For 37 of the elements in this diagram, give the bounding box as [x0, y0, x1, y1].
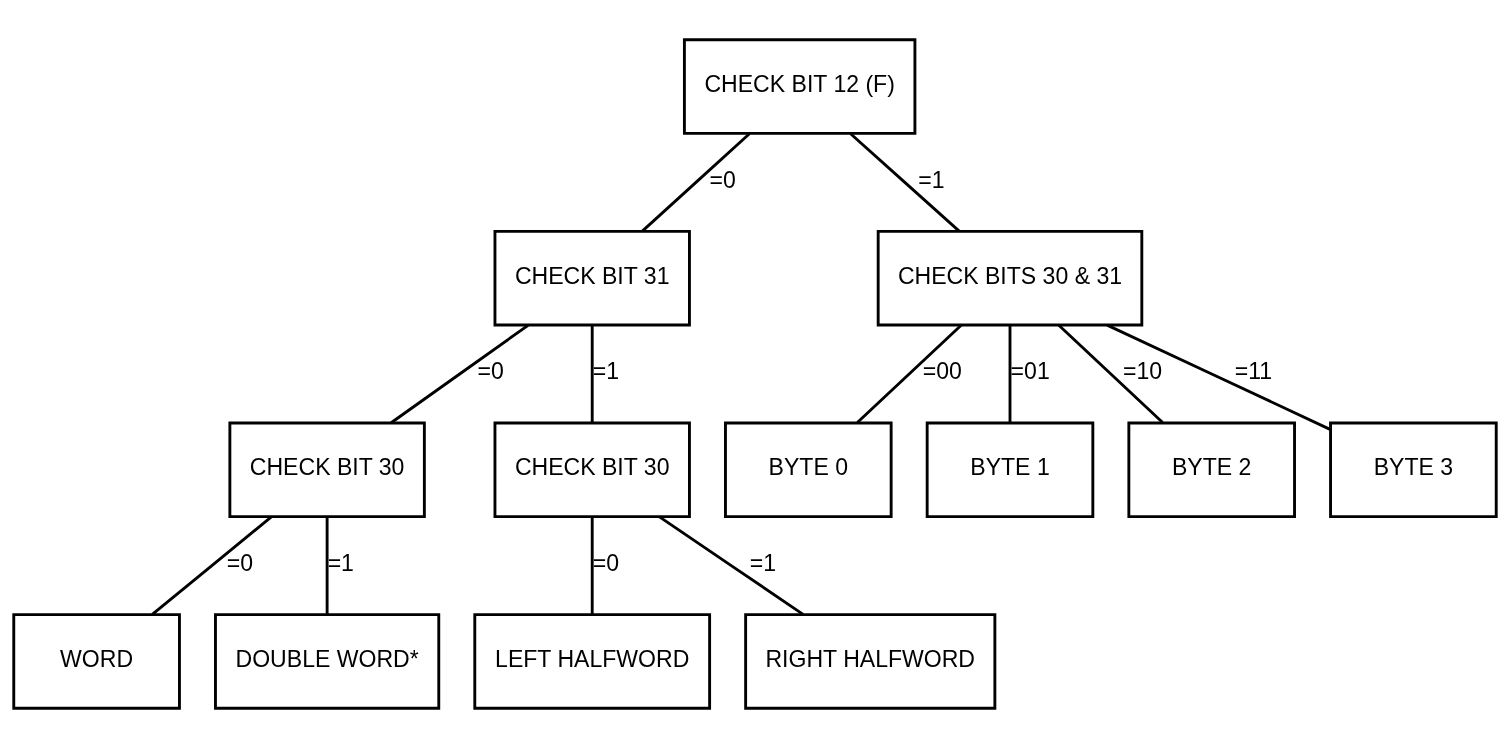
- connector: [590, 325, 594, 423]
- edge-label: =1: [749, 550, 777, 577]
- node-box: DOUBLE WORD*: [214, 613, 441, 710]
- edge-label: =0: [226, 550, 254, 577]
- edge-label: =10: [1122, 358, 1163, 385]
- connector: [849, 132, 961, 233]
- connector: [1106, 323, 1331, 431]
- connector: [151, 515, 273, 616]
- node-box: BYTE 1: [925, 421, 1095, 519]
- edge-label: =0: [709, 166, 736, 193]
- connector: [325, 516, 329, 615]
- node-box: CHECK BITS 30 & 31: [876, 229, 1144, 327]
- edge-label: =01: [1010, 358, 1050, 385]
- edge-label: =1: [592, 358, 620, 385]
- connector: [658, 515, 804, 616]
- connector: [641, 132, 751, 233]
- node-box: CHECK BIT 31: [493, 229, 691, 327]
- node-box: BYTE 0: [724, 421, 893, 519]
- node-box: CHECK BIT 30: [493, 421, 691, 519]
- node-box: RIGHT HALFWORD: [744, 613, 997, 710]
- node-box: WORD: [12, 613, 181, 710]
- node-box: CHECK BIT 12 (F): [682, 38, 917, 135]
- connector: [1057, 324, 1164, 424]
- edge-label: =00: [922, 358, 962, 385]
- edge-label: =0: [477, 358, 504, 385]
- node-box: CHECK BIT 30: [228, 421, 426, 519]
- connector: [390, 324, 529, 424]
- edge-label: =1: [918, 166, 945, 193]
- edge-label: =11: [1234, 358, 1273, 385]
- edge-label: =1: [327, 550, 354, 577]
- connector: [1008, 325, 1012, 423]
- connector: [590, 516, 594, 615]
- node-box: BYTE 2: [1127, 421, 1296, 519]
- connector: [856, 324, 963, 424]
- edge-label: =0: [592, 550, 620, 577]
- node-box: BYTE 3: [1329, 421, 1498, 519]
- node-box: LEFT HALFWORD: [473, 613, 712, 710]
